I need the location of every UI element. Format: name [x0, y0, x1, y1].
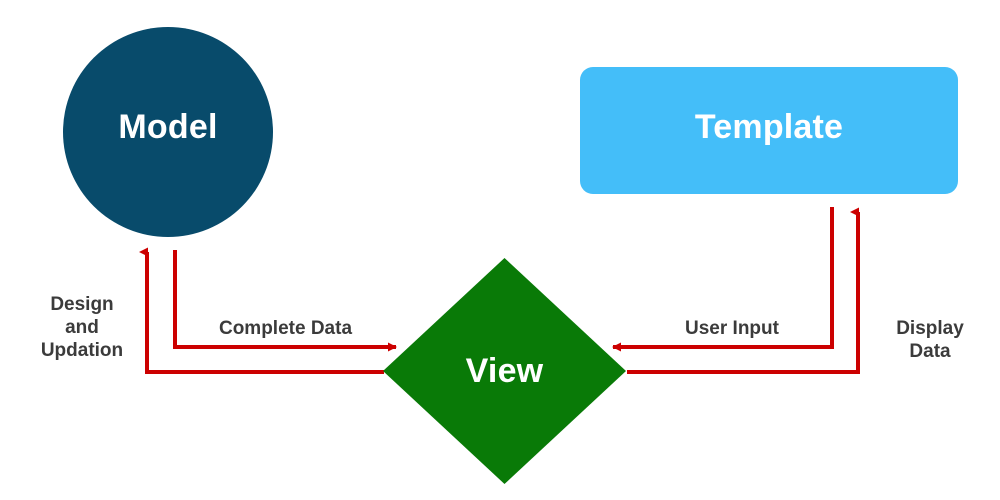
node-model[interactable] — [63, 27, 273, 237]
node-view-label: View — [465, 352, 544, 390]
edge-user-input — [612, 207, 834, 352]
edge-design-and-updation — [139, 247, 384, 374]
edge-display-data — [627, 207, 860, 374]
node-model-label: Model — [118, 108, 218, 146]
node-template[interactable] — [580, 67, 958, 194]
edge-complete-data — [173, 250, 397, 352]
edge-label-user-input: User Input — [685, 318, 779, 339]
edge-label-complete-data: Complete Data — [218, 318, 353, 339]
view-diamond-shape[interactable] — [383, 258, 626, 484]
node-template-label: Template — [694, 108, 844, 146]
